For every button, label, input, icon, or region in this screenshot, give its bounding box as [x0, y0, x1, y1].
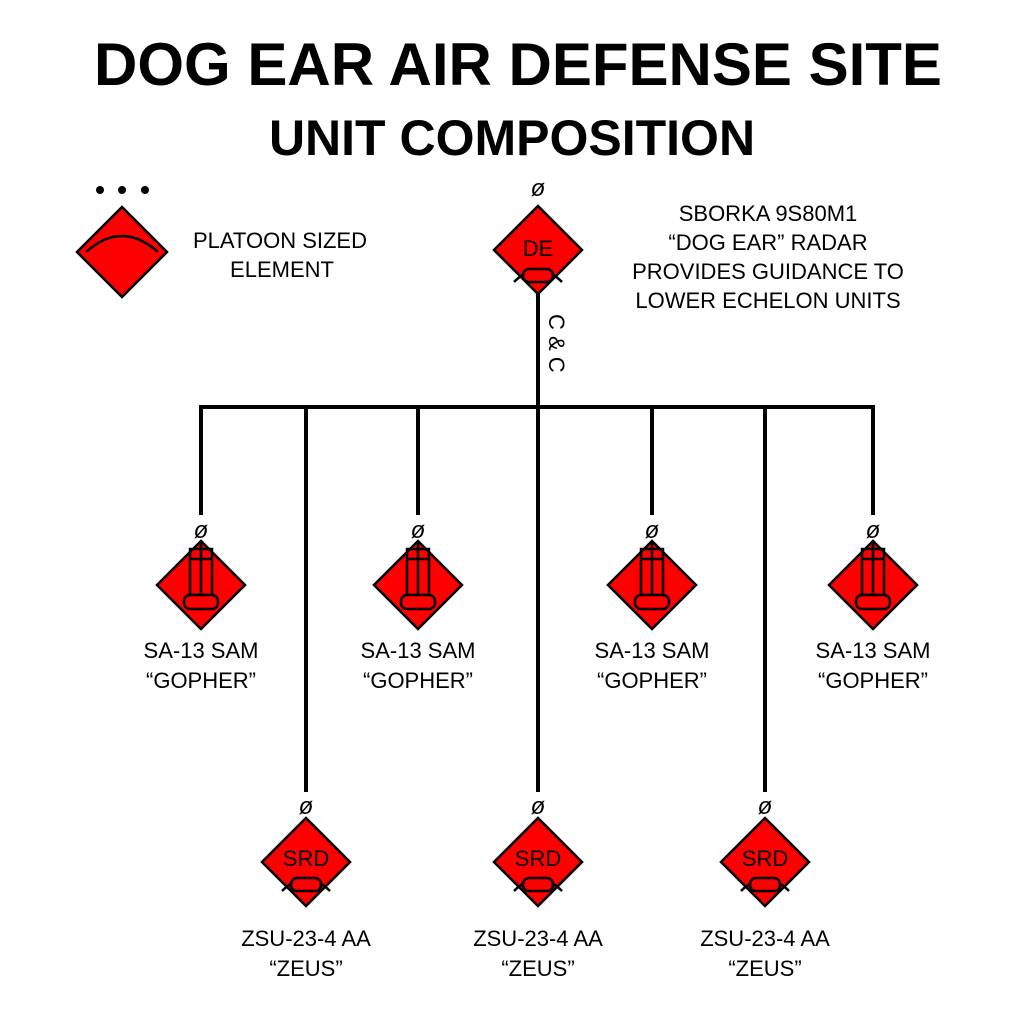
- unit-label: ZSU-23-4 AA: [241, 926, 371, 951]
- legend-text-1: PLATOON SIZED: [193, 228, 367, 253]
- vehicle-icon: [748, 876, 782, 893]
- hq-symbol-text: DE: [523, 236, 554, 261]
- unit-label: ZSU-23-4 AA: [700, 926, 830, 951]
- echelon-dot-icon: [96, 186, 104, 194]
- vehicle-icon: [854, 593, 892, 611]
- aa-diamond-icon: [719, 816, 811, 908]
- status-mark: ø: [411, 517, 426, 544]
- connector-lines: [199, 294, 875, 792]
- unit-nickname: “GOPHER”: [363, 668, 473, 693]
- sa13-sam-unit: øSA-13 SAM “GOPHER”: [595, 517, 710, 693]
- status-mark: ø: [645, 517, 660, 544]
- vehicle-icon: [182, 593, 220, 611]
- sa13-sam-unit: øSA-13 SAM “GOPHER”: [144, 517, 259, 693]
- aa-symbol-text: SRD: [742, 846, 788, 871]
- hq-diamond-icon: [492, 204, 584, 296]
- aa-symbol-text: SRD: [515, 846, 561, 871]
- title-line-1: DOG EAR AIR DEFENSE SITE: [94, 31, 942, 98]
- sa13-sam-unit: øSA-13 SAM “GOPHER”: [361, 517, 476, 693]
- legend-arc-icon: [85, 234, 159, 253]
- legend-text-2: ELEMENT: [230, 257, 334, 282]
- status-mark: ø: [299, 793, 314, 820]
- unit-nickname: “ZEUS”: [728, 956, 801, 981]
- unit-nickname: “GOPHER”: [818, 668, 928, 693]
- echelon-dot-icon: [118, 186, 126, 194]
- unit-nickname: “GOPHER”: [146, 668, 256, 693]
- status-mark: ø: [866, 517, 881, 544]
- hq-description-line: SBORKA 9S80M1: [679, 201, 858, 226]
- title-line-2: UNIT COMPOSITION: [269, 110, 755, 166]
- unit-label: SA-13 SAM: [595, 638, 710, 663]
- hq-dog-ear-radar: øDE SBORKA 9S80M1 “DOG EAR” RADAR PROVIDES …: [492, 175, 904, 373]
- status-mark: ø: [531, 175, 546, 202]
- unit-label: SA-13 SAM: [144, 638, 259, 663]
- hq-description-line: LOWER ECHELON UNITS: [635, 288, 900, 313]
- legend-diamond-icon: [75, 205, 169, 299]
- unit-label: SA-13 SAM: [361, 638, 476, 663]
- legend: PLATOON SIZED ELEMENT: [75, 186, 367, 299]
- echelon-dot-icon: [141, 186, 149, 194]
- hq-description-line: “DOG EAR” RADAR: [668, 230, 867, 255]
- vehicle-icon: [399, 593, 437, 611]
- sa13-sam-unit: øSA-13 SAM “GOPHER”: [816, 517, 931, 693]
- unit-nickname: “ZEUS”: [501, 956, 574, 981]
- vehicle-icon: [289, 876, 323, 893]
- aa-diamond-icon: [492, 816, 584, 908]
- aa-symbol-text: SRD: [283, 846, 329, 871]
- unit-label: SA-13 SAM: [816, 638, 931, 663]
- unit-label: ZSU-23-4 AA: [473, 926, 603, 951]
- hq-description-line: PROVIDES GUIDANCE TO: [632, 259, 904, 284]
- vehicle-icon: [521, 267, 555, 284]
- vehicle-icon: [633, 593, 671, 611]
- unit-nickname: “GOPHER”: [597, 668, 707, 693]
- status-mark: ø: [531, 793, 546, 820]
- cc-link-label: C & C: [544, 314, 569, 373]
- aa-diamond-icon: [260, 816, 352, 908]
- unit-nickname: “ZEUS”: [269, 956, 342, 981]
- vehicle-icon: [521, 876, 555, 893]
- status-mark: ø: [194, 517, 209, 544]
- status-mark: ø: [758, 793, 773, 820]
